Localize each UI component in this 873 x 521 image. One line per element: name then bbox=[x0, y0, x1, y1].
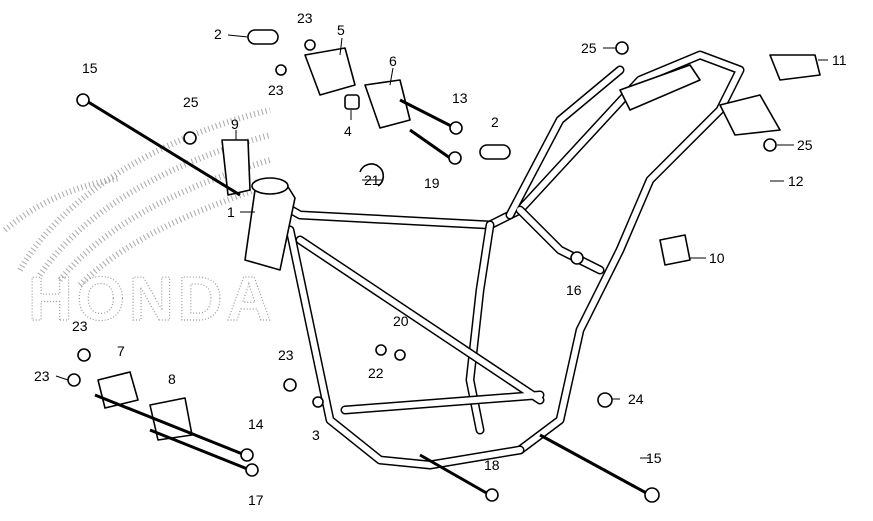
callout-21: 21 bbox=[364, 172, 380, 188]
small-parts bbox=[67, 29, 821, 503]
callout-15b: 15 bbox=[646, 450, 662, 466]
callout-15: 15 bbox=[82, 60, 98, 76]
callout-24: 24 bbox=[628, 391, 644, 407]
bracket-6 bbox=[364, 79, 411, 129]
callout-23c: 23 bbox=[72, 318, 88, 334]
callout-2: 2 bbox=[214, 26, 222, 42]
callout-23d: 23 bbox=[34, 368, 50, 384]
bracket-11 bbox=[769, 54, 821, 81]
callout-labels: 2 23 5 23 6 4 13 15 25 9 2 21 19 1 25 11… bbox=[34, 10, 847, 508]
callout-2b: 2 bbox=[491, 114, 499, 130]
callout-18: 18 bbox=[484, 457, 500, 473]
callout-6: 6 bbox=[389, 53, 397, 69]
callout-14: 14 bbox=[248, 416, 264, 432]
callout-3: 3 bbox=[312, 427, 320, 443]
callout-13: 13 bbox=[452, 90, 468, 106]
clip-21 bbox=[359, 163, 385, 187]
bracket-12 bbox=[719, 94, 781, 136]
bolts bbox=[84, 98, 651, 497]
callout-7: 7 bbox=[117, 343, 125, 359]
callout-17: 17 bbox=[248, 492, 264, 508]
callout-23b: 23 bbox=[268, 82, 284, 98]
collar-4 bbox=[344, 94, 360, 110]
callout-4: 4 bbox=[344, 123, 352, 139]
main-frame bbox=[244, 50, 745, 470]
callout-20: 20 bbox=[393, 313, 409, 329]
plate-9 bbox=[221, 139, 251, 196]
nuts bbox=[67, 39, 777, 503]
callout-25b: 25 bbox=[581, 40, 597, 56]
clamp-2b bbox=[479, 144, 511, 160]
callout-11: 11 bbox=[832, 52, 847, 68]
clamp-2 bbox=[247, 29, 279, 45]
callout-12: 12 bbox=[788, 173, 804, 189]
honda-watermark: HONDA bbox=[28, 265, 275, 334]
callout-16: 16 bbox=[566, 282, 582, 298]
callout-25: 25 bbox=[183, 94, 199, 110]
callout-8: 8 bbox=[168, 371, 176, 387]
callout-5: 5 bbox=[337, 22, 345, 38]
callout-9: 9 bbox=[231, 116, 239, 132]
callout-23: 23 bbox=[297, 10, 313, 26]
honda-wing-logo bbox=[3, 107, 271, 288]
callout-10: 10 bbox=[709, 250, 725, 266]
callout-22: 22 bbox=[368, 365, 384, 381]
bracket-5 bbox=[304, 47, 356, 96]
callout-25c: 25 bbox=[797, 137, 813, 153]
leader-lines bbox=[55, 34, 828, 459]
callout-23e: 23 bbox=[278, 347, 294, 363]
mount-10 bbox=[659, 234, 691, 266]
callout-19: 19 bbox=[424, 175, 440, 191]
callout-1: 1 bbox=[227, 204, 235, 220]
